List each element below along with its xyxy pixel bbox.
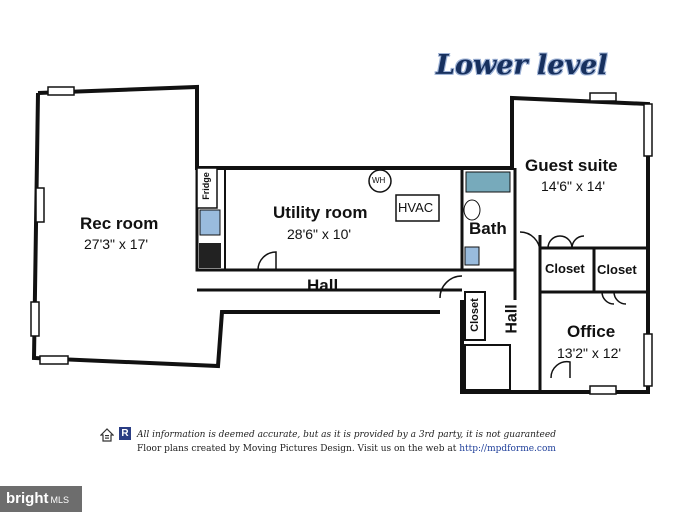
window <box>30 301 40 337</box>
badge-brand: bright <box>6 490 49 507</box>
rec-room-wall-bottom <box>31 92 440 369</box>
sink <box>199 209 221 236</box>
disclaimer-text: All information is deemed accurate, but … <box>137 430 556 440</box>
credits-line: Floor plans created by Moving Pictures D… <box>137 444 457 454</box>
guest-suite-dims: 14'6" x 14' <box>541 178 606 194</box>
credits-url[interactable]: http://mpdforme.com <box>459 444 556 454</box>
utility-room-label: Utility room <box>273 203 368 222</box>
stove <box>199 243 221 268</box>
hall-vertical-label: Hall <box>503 304 521 334</box>
guest-suite-label: Guest suite <box>525 156 618 175</box>
window <box>47 86 75 96</box>
hall-label: Hall <box>307 276 339 295</box>
window <box>35 187 45 223</box>
closet-vertical-label: Closet <box>468 298 481 332</box>
window <box>589 92 617 102</box>
rec-room-label: Rec room <box>80 214 159 233</box>
credits-text: Floor plans created by Moving Pictures D… <box>137 444 556 454</box>
office-label: Office <box>567 322 616 341</box>
badge-suffix: MLS <box>50 495 70 505</box>
hvac-label: HVAC <box>398 200 434 215</box>
window <box>589 385 617 395</box>
window <box>39 355 69 365</box>
rec-room-wall <box>37 84 500 170</box>
closet-vertical-wall <box>464 291 486 341</box>
hvac-unit <box>395 194 440 222</box>
window <box>643 333 653 387</box>
bath-sink <box>464 246 480 266</box>
utility-room-wall <box>195 166 464 272</box>
bathtub <box>465 171 511 193</box>
water-heater <box>368 169 392 193</box>
toilet <box>463 199 481 221</box>
fridge-label: Fridge <box>200 172 211 200</box>
fridge-box <box>196 167 218 209</box>
bath-label: Bath <box>469 219 507 238</box>
plan-title: Lower level <box>436 50 608 81</box>
equal-housing-icon <box>99 428 115 442</box>
realtor-icon: R <box>119 427 131 440</box>
water-heater-label: WH <box>372 176 386 185</box>
office-dims: 13'2" x 12' <box>557 345 622 361</box>
closet-left-label: Closet <box>545 261 585 276</box>
closet-right-label: Closet <box>597 262 637 277</box>
utility-room-dims: 28'6" x 10' <box>287 226 352 242</box>
rec-room-dims: 27'3" x 17' <box>84 236 149 252</box>
window <box>643 103 653 157</box>
stairs <box>464 344 511 391</box>
